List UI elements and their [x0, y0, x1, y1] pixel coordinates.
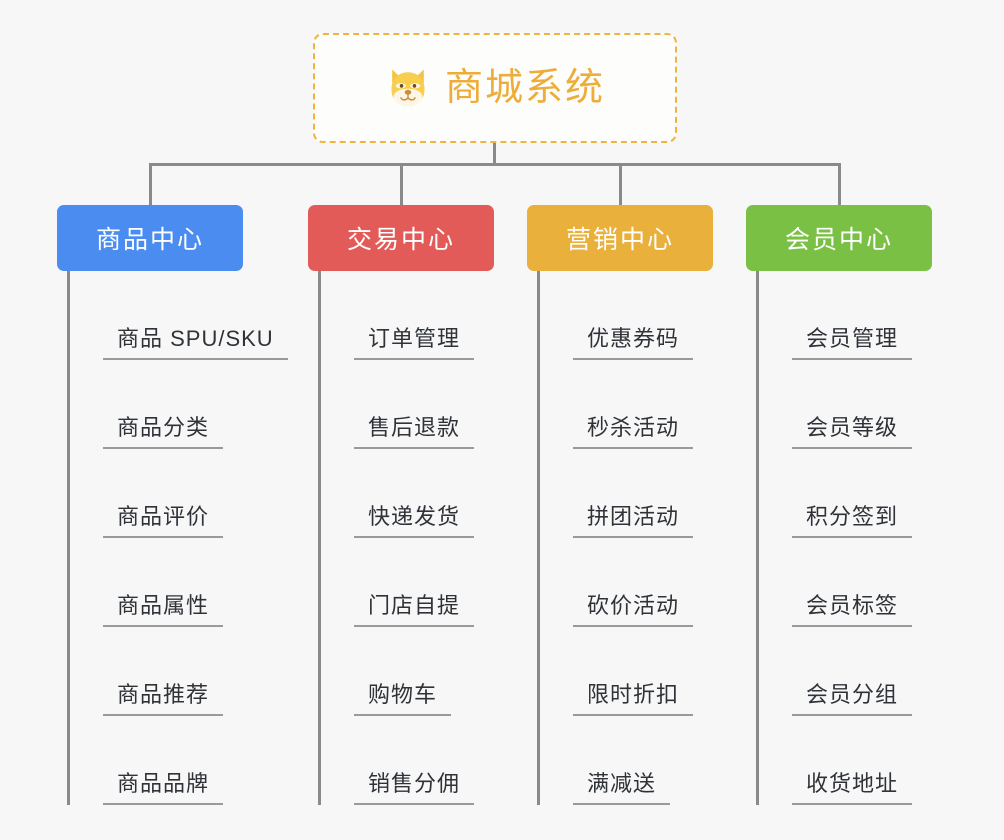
branch-spine-1 — [67, 271, 70, 805]
leaf-item-label: 限时折扣 — [573, 682, 694, 716]
leaf-item-label: 商品品牌 — [103, 771, 224, 805]
connector-drop-1 — [149, 163, 152, 207]
leaf-item-label: 会员分组 — [792, 682, 913, 716]
leaf-item-label: 积分签到 — [792, 504, 913, 538]
branch-spine-3 — [537, 271, 540, 805]
category-header-营销中心[interactable]: 营销中心 — [527, 205, 713, 271]
leaf-item-label: 秒杀活动 — [573, 415, 694, 449]
leaf-item-label: 购物车 — [354, 682, 452, 716]
branch-spine-4 — [756, 271, 759, 805]
connector-drop-2 — [400, 163, 403, 207]
root-node[interactable]: 商城系统 — [313, 33, 677, 143]
leaf-item-label: 优惠券码 — [573, 326, 694, 360]
leaf-item-label: 门店自提 — [354, 593, 475, 627]
leaf-item-label: 商品推荐 — [103, 682, 224, 716]
category-header-交易中心[interactable]: 交易中心 — [308, 205, 494, 271]
leaf-item-label: 会员等级 — [792, 415, 913, 449]
leaf-item-label: 订单管理 — [354, 326, 475, 360]
leaf-item-label: 销售分佣 — [354, 771, 475, 805]
dog-face-icon — [385, 65, 431, 111]
branch-spine-2 — [318, 271, 321, 805]
leaf-item-label: 会员管理 — [792, 326, 913, 360]
leaf-item-label: 收货地址 — [792, 771, 913, 805]
leaf-item-label: 商品 SPU/SKU — [103, 326, 288, 360]
connector-root-trunk — [493, 143, 496, 165]
category-header-商品中心[interactable]: 商品中心 — [57, 205, 243, 271]
category-header-会员中心[interactable]: 会员中心 — [746, 205, 932, 271]
leaf-item-label: 会员标签 — [792, 593, 913, 627]
leaf-item-label: 砍价活动 — [573, 593, 694, 627]
connector-drop-3 — [619, 163, 622, 207]
leaf-item-label: 满减送 — [573, 771, 671, 805]
leaf-item-label: 拼团活动 — [573, 504, 694, 538]
root-title: 商城系统 — [444, 67, 605, 109]
connector-bus — [149, 163, 841, 166]
leaf-item-label: 售后退款 — [354, 415, 475, 449]
leaf-item-label: 商品属性 — [103, 593, 224, 627]
leaf-item-label: 快递发货 — [354, 504, 475, 538]
leaf-item-label: 商品评价 — [103, 504, 224, 538]
leaf-item-label: 商品分类 — [103, 415, 224, 449]
connector-drop-4 — [838, 163, 841, 207]
